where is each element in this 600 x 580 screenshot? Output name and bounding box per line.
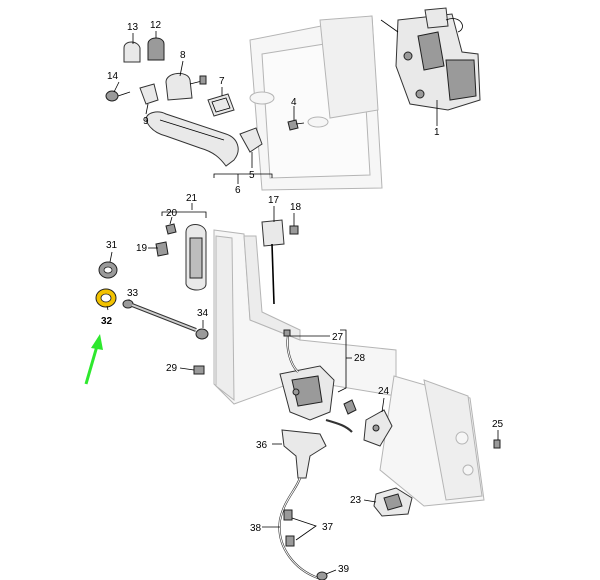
callout-17: 17: [268, 195, 280, 206]
callout-1: 1: [434, 127, 440, 138]
callout-13: 13: [127, 22, 139, 33]
part-grommet-31: [98, 261, 118, 279]
part-cable-end-27: [283, 329, 291, 337]
part-clip-19: [155, 241, 169, 257]
callout-12: 12: [150, 20, 162, 31]
callout-31: 31: [106, 240, 118, 251]
callout-7: 7: [219, 76, 225, 87]
part-cable-end-39: [316, 571, 328, 580]
part-trim-5: [239, 127, 263, 153]
callout-8: 8: [180, 50, 186, 61]
callout-28: 28: [354, 353, 366, 364]
upper-door-panel: [249, 15, 383, 191]
callout-24: 24: [378, 386, 390, 397]
green-arrow: [84, 334, 103, 385]
callout-14: 14: [107, 71, 119, 82]
callout-29: 29: [166, 363, 178, 374]
callout-25: 25: [492, 419, 504, 430]
part-release-lever-36: [281, 429, 327, 479]
part-clip-20: [165, 223, 177, 235]
part-door-lock-28: [279, 335, 353, 433]
callout-27: 27: [332, 332, 344, 343]
callout-38: 38: [250, 523, 262, 534]
part-inner-handle-21: [185, 224, 207, 291]
callout-37: 37: [322, 522, 334, 533]
callout-39: 39: [338, 564, 350, 575]
right-door-pillar: [379, 375, 485, 507]
part-rod-33: [122, 299, 197, 332]
part-grommet-32-highlighted: [95, 288, 117, 308]
part-cable-clip-37b: [285, 535, 295, 547]
part-cap-34: [195, 328, 209, 340]
part-gasket-7: [207, 93, 235, 117]
callout-23: 23: [350, 495, 362, 506]
part-screw-29: [193, 365, 205, 375]
part-bracket-9: [139, 83, 159, 105]
part-striker-24: [363, 409, 393, 447]
part-striker-23: [373, 487, 413, 517]
part-lock-cylinder-8: [165, 73, 207, 101]
callout-21: 21: [186, 193, 198, 204]
part-bolt-14: [105, 90, 131, 102]
callout-20: 20: [166, 208, 178, 219]
callout-18: 18: [290, 202, 302, 213]
callout-32: 32: [101, 316, 113, 327]
part-screw-25: [493, 439, 501, 449]
part-cable-38: [278, 477, 319, 580]
part-lock-mechanism-1: [380, 7, 481, 111]
callout-4: 4: [291, 97, 297, 108]
part-cap-13: [123, 41, 141, 63]
part-cable-clip-37a: [283, 509, 293, 521]
part-door-handle-6: [145, 111, 239, 167]
leader-lines: [106, 31, 499, 575]
part-clip-near-lock: [343, 399, 357, 415]
callout-34: 34: [197, 308, 209, 319]
callout-36: 36: [256, 440, 268, 451]
callout-5: 5: [249, 170, 255, 181]
part-screw-4: [287, 119, 305, 131]
callout-9: 9: [143, 116, 149, 127]
callout-33: 33: [127, 288, 139, 299]
part-cap-12: [147, 37, 165, 61]
callout-19: 19: [136, 243, 148, 254]
part-lock-rod-17: [261, 219, 285, 305]
part-screw-18: [289, 225, 299, 235]
callout-6: 6: [235, 185, 241, 196]
callout-labels: 1 4 5 6 7 8 9 12 13 14 17 18 19 20 21 23…: [101, 20, 504, 575]
lower-door-panel: [213, 229, 397, 405]
